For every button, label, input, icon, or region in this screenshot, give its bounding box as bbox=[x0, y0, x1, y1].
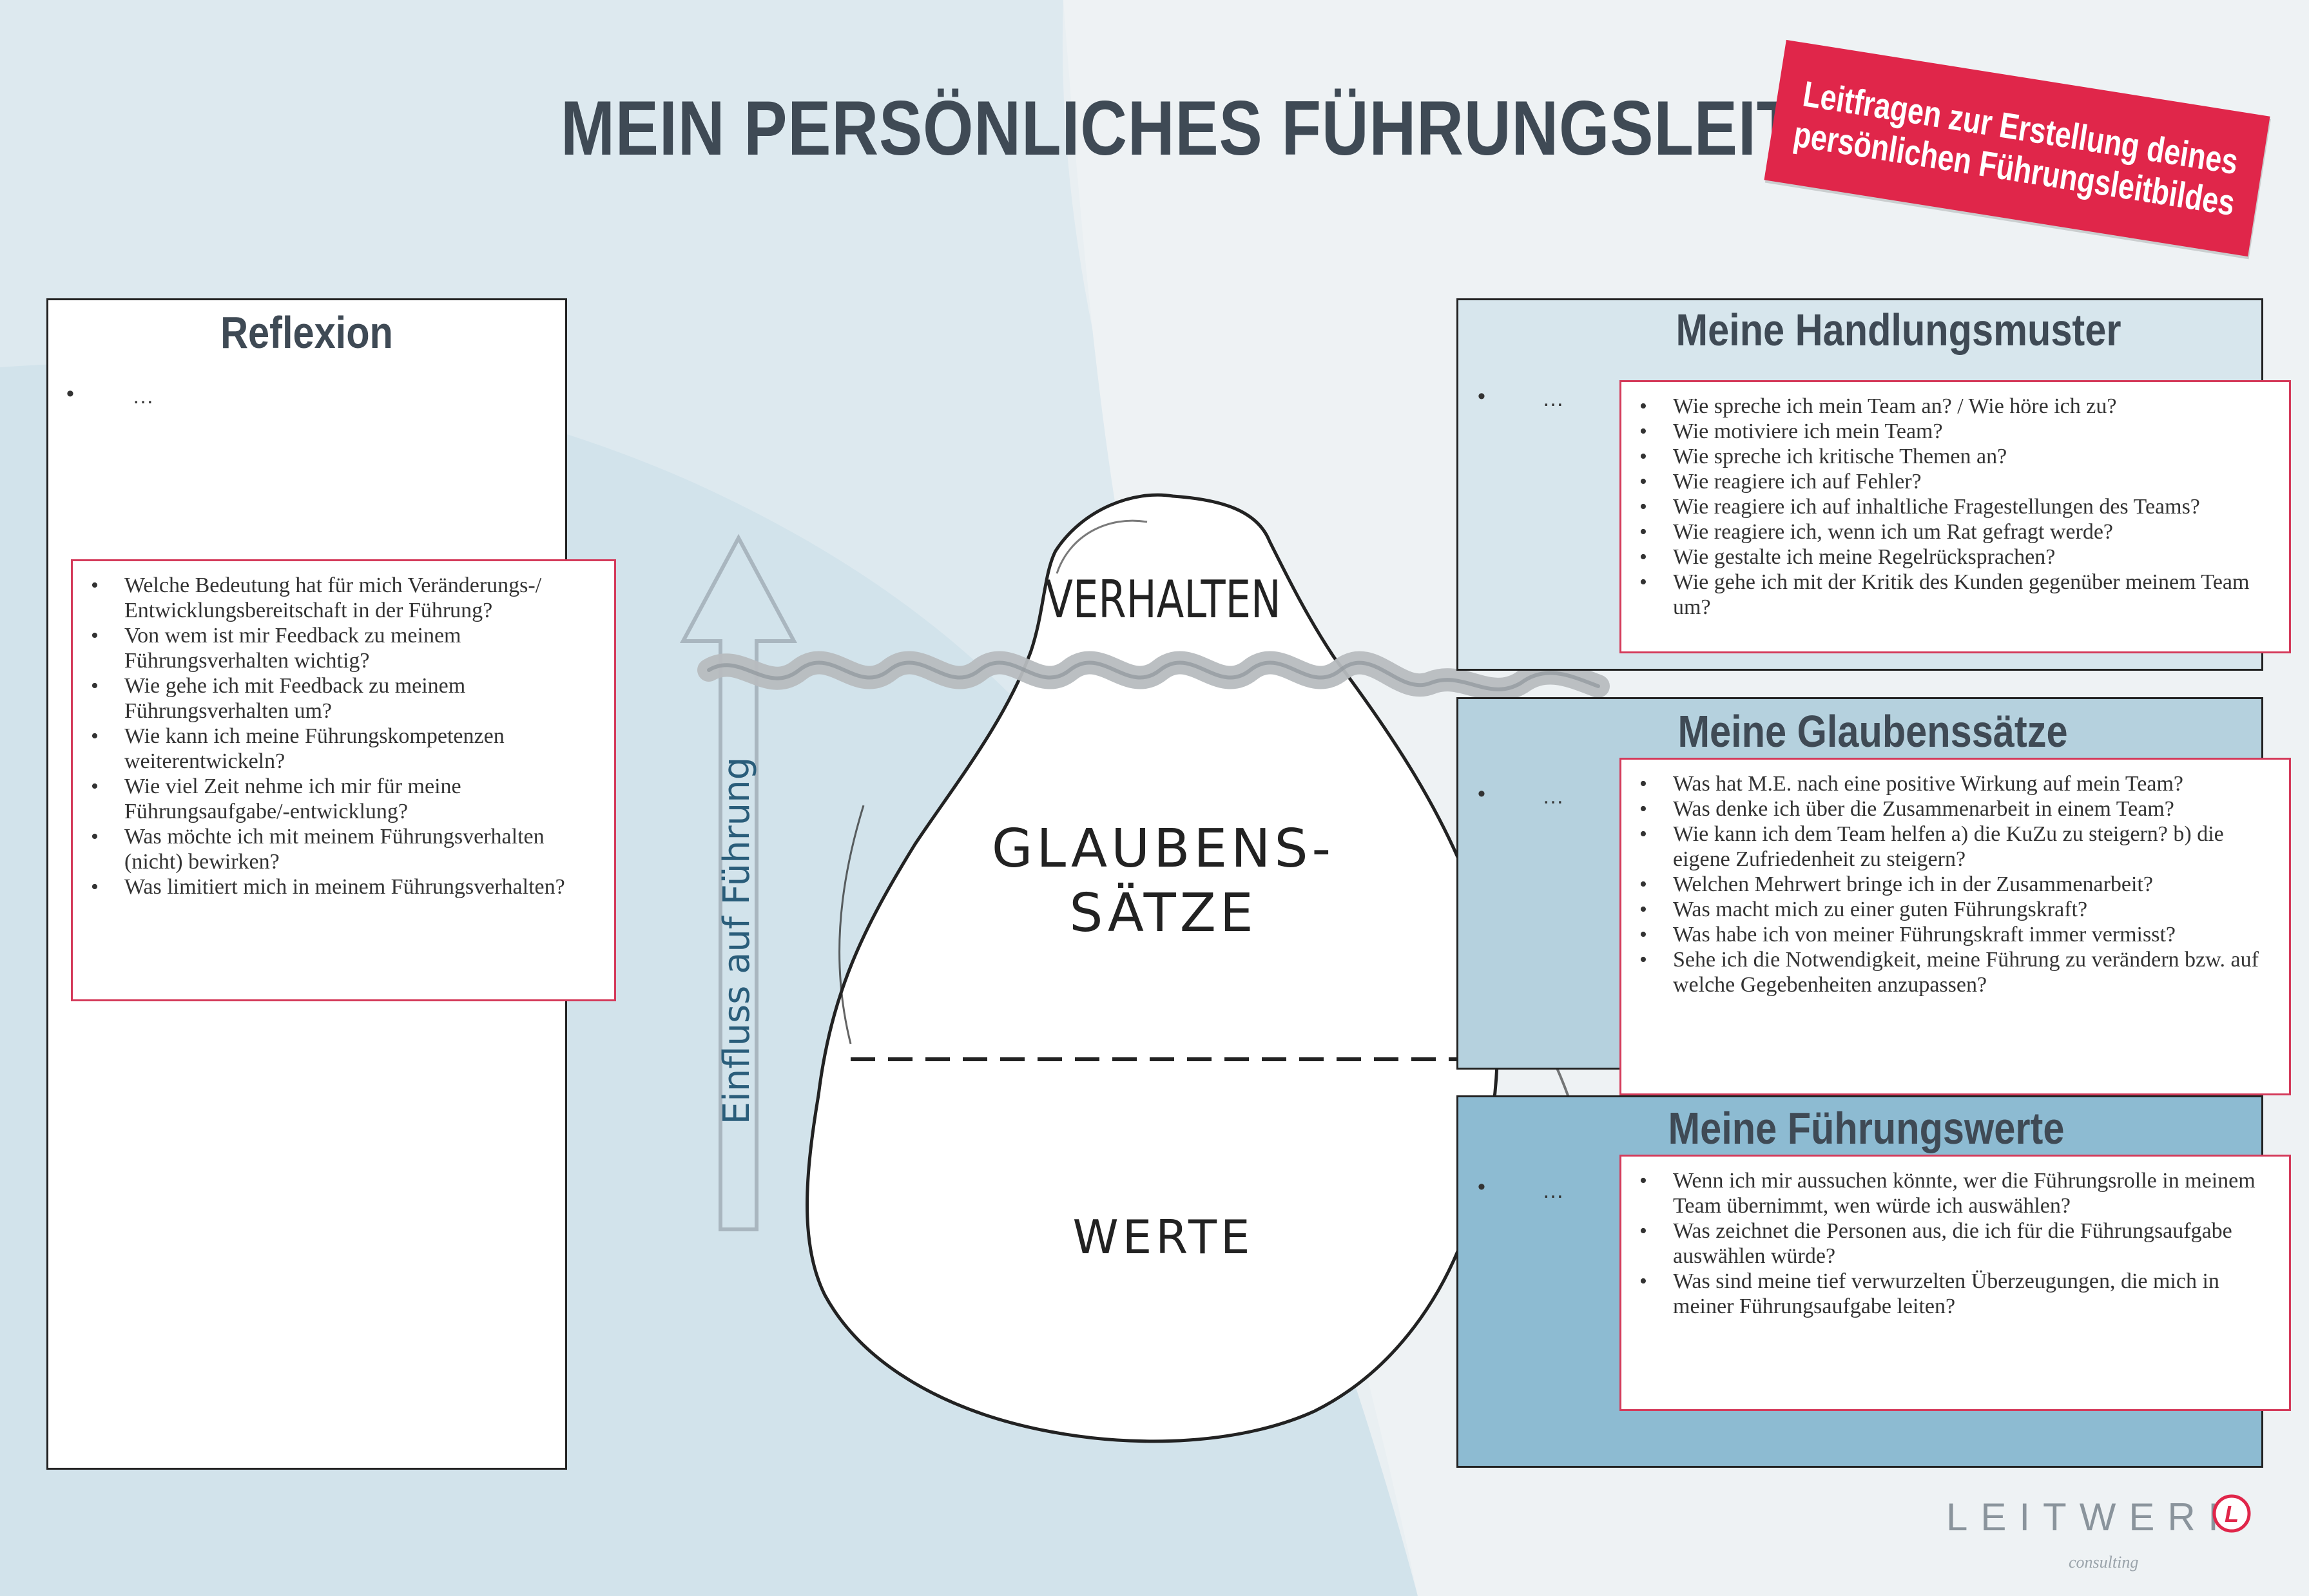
glaubenssaetze-bullet: • bbox=[1478, 782, 1485, 806]
reflexion-placeholder: … bbox=[132, 384, 154, 409]
glaubenssaetze-question-list: Was hat M.E. nach eine positive Wirkung … bbox=[1639, 771, 2274, 997]
handlungsmuster-placeholder: … bbox=[1542, 387, 1564, 411]
reflexion-question: Was möchte ich mit meinem Führungsverhal… bbox=[91, 824, 599, 874]
fuehrungswerte-bullet: • bbox=[1478, 1175, 1485, 1199]
handlungsmuster-question: Wie spreche ich mein Team an? / Wie höre… bbox=[1639, 394, 2274, 419]
iceberg-label-beliefs-2: SÄTZE bbox=[1069, 883, 1257, 944]
reflexion-bullet: • bbox=[66, 381, 74, 406]
handlungsmuster-question: Wie motiviere ich mein Team? bbox=[1639, 419, 2274, 444]
fuehrungswerte-question: Was sind meine tief verwurzelten Überzeu… bbox=[1639, 1269, 2274, 1319]
reflexion-questions: Welche Bedeutung hat für mich Veränderun… bbox=[71, 559, 616, 1001]
handlungsmuster-question: Wie reagiere ich, wenn ich um Rat gefrag… bbox=[1639, 519, 2274, 544]
reflexion-question: Wie kann ich meine Führungskompetenzen w… bbox=[91, 724, 599, 774]
logo-subtitle: consulting bbox=[2069, 1553, 2139, 1572]
glaubenssaetze-question: Was denke ich über die Zusammenarbeit in… bbox=[1639, 796, 2274, 822]
handlungsmuster-questions: Wie spreche ich mein Team an? / Wie höre… bbox=[1619, 380, 2291, 653]
fuehrungswerte-title: Meine Führungswerte bbox=[1668, 1103, 2065, 1153]
reflexion-question: Von wem ist mir Feedback zu meinem Führu… bbox=[91, 623, 599, 673]
glaubenssaetze-question: Wie kann ich dem Team helfen a) die KuZu… bbox=[1639, 822, 2274, 872]
glaubenssaetze-question: Was habe ich von meiner Führungskraft im… bbox=[1639, 922, 2274, 947]
reflexion-question: Wie gehe ich mit Feedback zu meinem Führ… bbox=[91, 673, 599, 724]
fuehrungswerte-question: Wenn ich mir aussuchen könnte, wer die F… bbox=[1639, 1168, 2274, 1218]
logo-wordmark: LEITWERK bbox=[1946, 1495, 2247, 1539]
reflexion-question-list: Welche Bedeutung hat für mich Veränderun… bbox=[91, 573, 599, 899]
glaubenssaetze-question: Sehe ich die Notwendigkeit, meine Führun… bbox=[1639, 947, 2274, 997]
fuehrungswerte-question-list: Wenn ich mir aussuchen könnte, wer die F… bbox=[1639, 1168, 2274, 1319]
iceberg-shape bbox=[806, 493, 1500, 1443]
reflexion-question: Was limitiert mich in meinem Führungsver… bbox=[91, 874, 599, 899]
iceberg-label-behavior: VERHALTEN bbox=[1045, 569, 1280, 630]
logo-mark-icon: L bbox=[2212, 1494, 2251, 1533]
handlungsmuster-question: Wie gestalte ich meine Regelrücksprachen… bbox=[1639, 544, 2274, 570]
svg-text:L: L bbox=[2225, 1501, 2239, 1527]
handlungsmuster-question: Wie gehe ich mit der Kritik des Kunden g… bbox=[1639, 570, 2274, 620]
iceberg-label-values: WERTE bbox=[1073, 1210, 1254, 1264]
fuehrungswerte-placeholder: … bbox=[1542, 1178, 1564, 1203]
handlungsmuster-bullet: • bbox=[1478, 384, 1485, 409]
reflexion-title: Reflexion bbox=[220, 307, 393, 358]
handlungsmuster-title: Meine Handlungsmuster bbox=[1676, 305, 2121, 355]
reflexion-question: Welche Bedeutung hat für mich Veränderun… bbox=[91, 573, 599, 623]
arrow-up-icon bbox=[679, 534, 798, 1231]
glaubenssaetze-question: Was hat M.E. nach eine positive Wirkung … bbox=[1639, 771, 2274, 796]
fuehrungswerte-questions: Wenn ich mir aussuchen könnte, wer die F… bbox=[1619, 1155, 2291, 1411]
reflexion-question: Wie viel Zeit nehme ich mir für meine Fü… bbox=[91, 774, 599, 824]
fuehrungswerte-question: Was zeichnet die Personen aus, die ich f… bbox=[1639, 1218, 2274, 1269]
glaubenssaetze-placeholder: … bbox=[1542, 784, 1564, 809]
handlungsmuster-question: Wie spreche ich kritische Themen an? bbox=[1639, 444, 2274, 469]
iceberg-label-beliefs-1: GLAUBENS- bbox=[992, 818, 1335, 880]
handlungsmuster-question: Wie reagiere ich auf inhaltliche Fragest… bbox=[1639, 494, 2274, 519]
handlungsmuster-question: Wie reagiere ich auf Fehler? bbox=[1639, 469, 2274, 494]
handlungsmuster-question-list: Wie spreche ich mein Team an? / Wie höre… bbox=[1639, 394, 2274, 620]
glaubenssaetze-question: Welchen Mehrwert bringe ich in der Zusam… bbox=[1639, 872, 2274, 897]
glaubenssaetze-title: Meine Glaubenssätze bbox=[1677, 706, 2068, 756]
glaubenssaetze-question: Was macht mich zu einer guten Führungskr… bbox=[1639, 897, 2274, 922]
arrow-label: Einfluss auf Führung bbox=[716, 757, 758, 1124]
glaubenssaetze-questions: Was hat M.E. nach eine positive Wirkung … bbox=[1619, 758, 2291, 1095]
